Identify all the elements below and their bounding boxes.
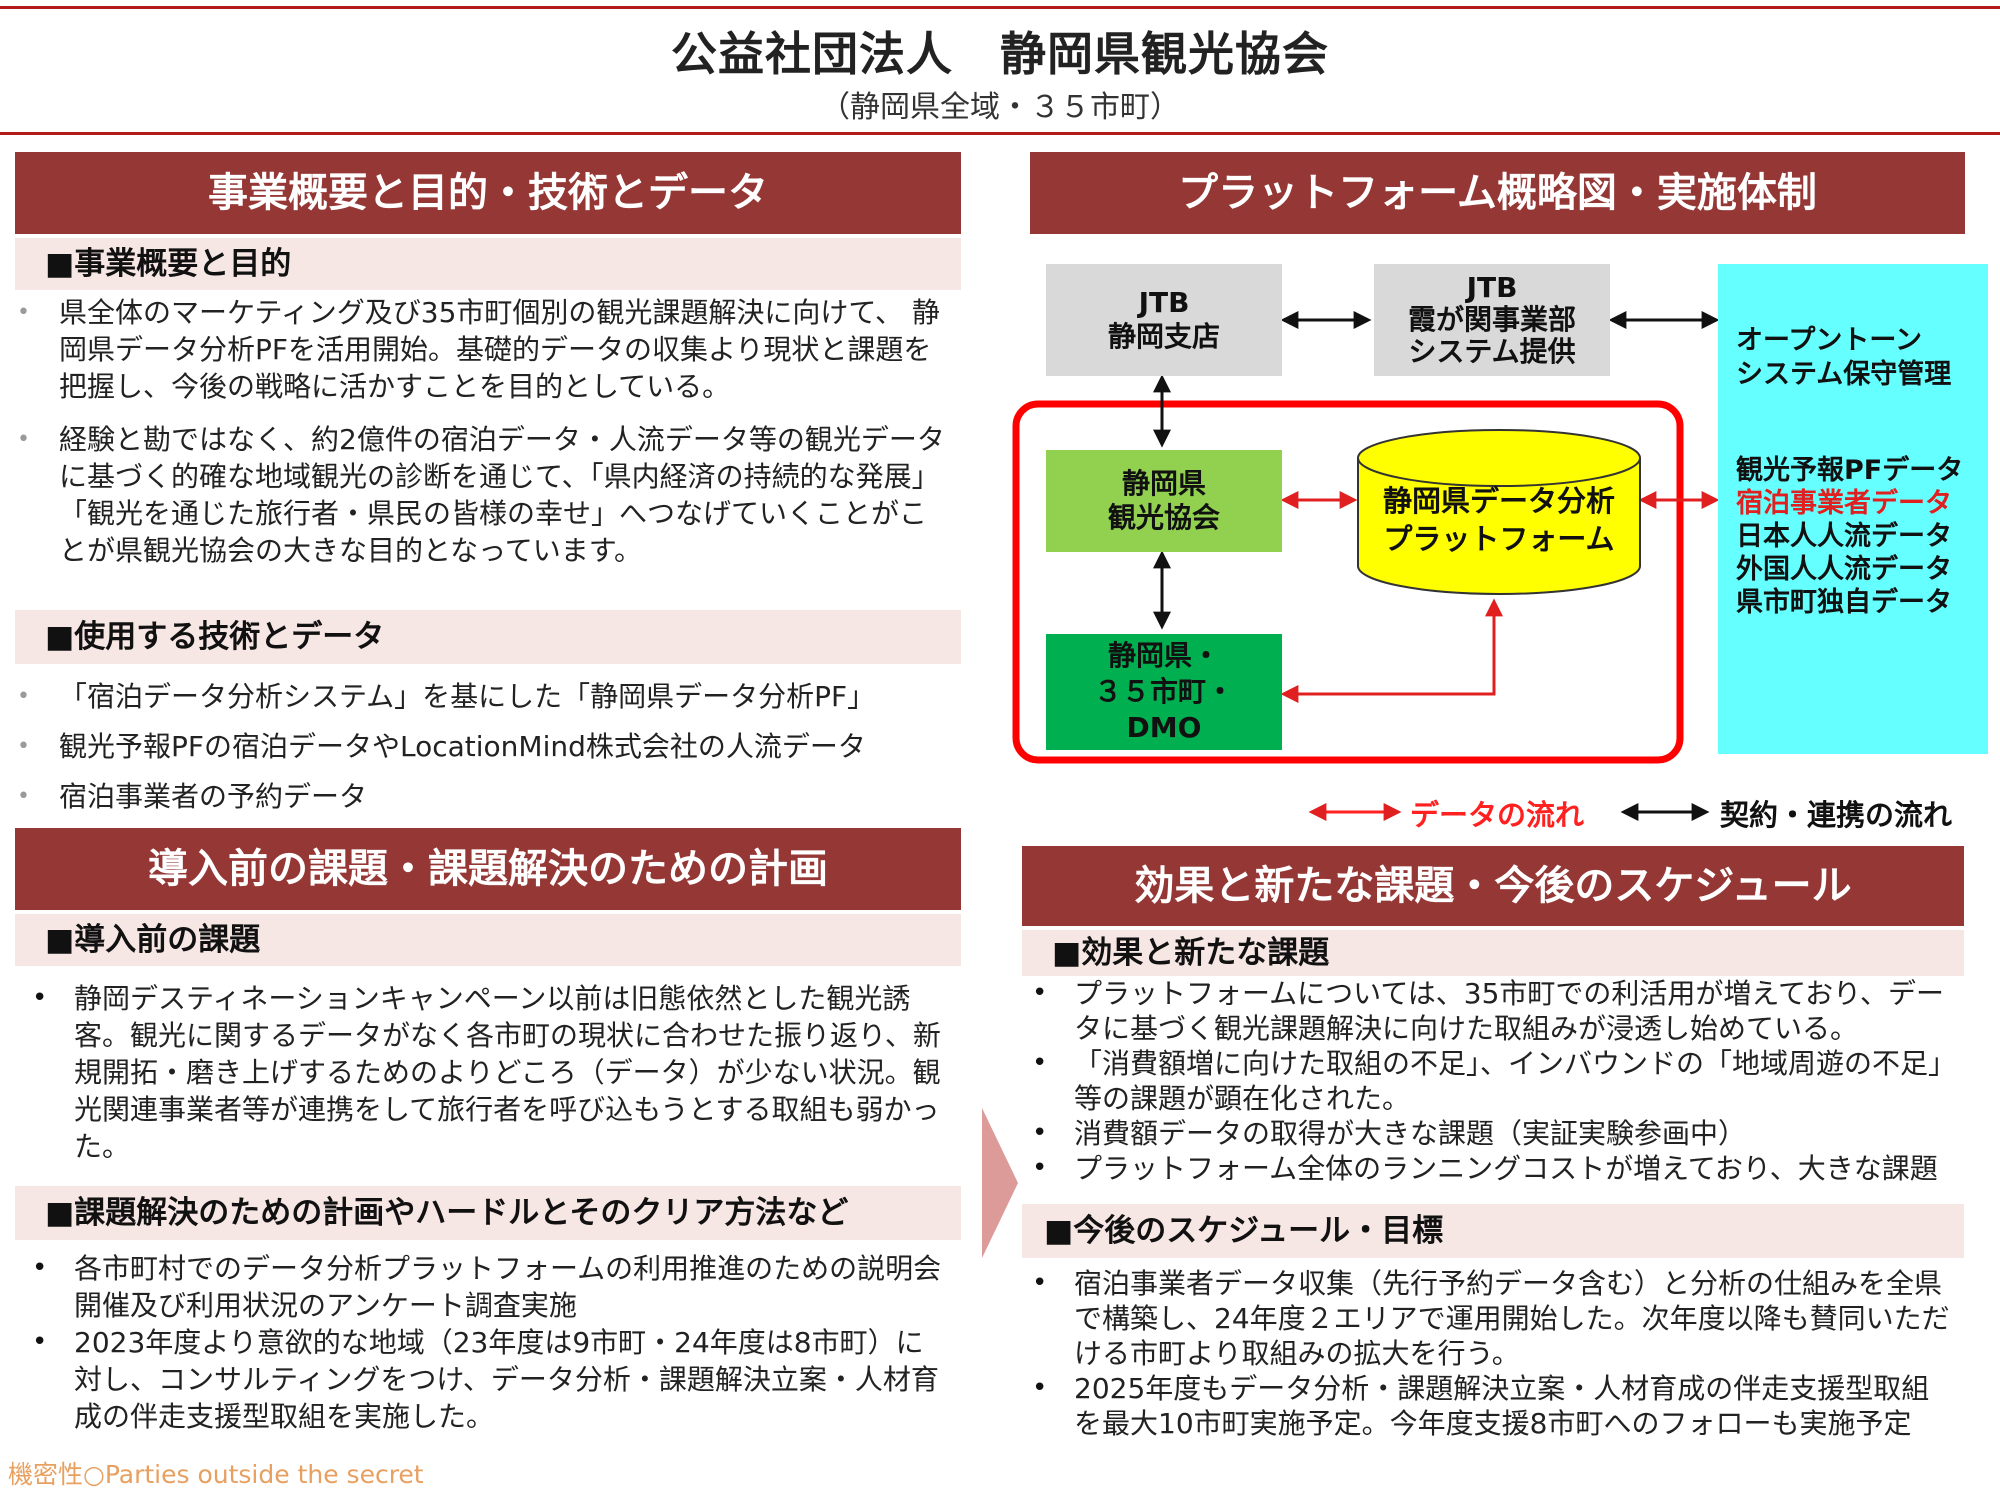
overview-band: 事業概要と目的・技術とデータ — [15, 152, 961, 234]
dmo-line2: ３５市町・ — [1093, 675, 1234, 708]
schedule-list: 宿泊事業者データ収集（先行予約データ含む）と分析の仕組みを全県で構築し、24年度… — [1030, 1266, 1955, 1441]
data-item: 県市町独自データ — [1736, 587, 1952, 618]
jtb-kasumi-line2: 霞が関事業部 — [1407, 303, 1576, 336]
open-tone-text: オープントーン システム保守管理 — [1736, 324, 1951, 392]
list-item: 各市町村でのデータ分析プラットフォームの利用推進のための説明会開催及び利用状況の… — [30, 1250, 945, 1324]
open-tone-line1: オープントーン — [1736, 325, 1923, 356]
list-item: 2023年度より意欲的な地域（23年度は9市町・24年度は8市町）に対し、コンサ… — [30, 1324, 945, 1435]
before-list: 静岡デスティネーションキャンペーン以前は旧態依然とした観光誘客。観光に関するデー… — [30, 980, 945, 1165]
list-item: 県全体のマーケティング及び35市町個別の観光課題解決に向けて、 静岡県データ分析… — [15, 294, 945, 405]
jtb-branch-line2: 静岡支店 — [1107, 320, 1220, 353]
jtb-branch-line1: JTB — [1138, 286, 1190, 319]
platform-diagram-arrows — [1012, 311, 1720, 821]
list-item: プラットフォーム全体のランニングコストが増えており、大きな課題 — [1030, 1151, 1950, 1186]
data-items-list: 観光予報PFデータ 宿泊事業者データ 日本人人流データ 外国人人流データ 県市町… — [1736, 454, 1963, 619]
tech-heading: ■使用する技術とデータ — [15, 610, 961, 664]
list-item: 静岡デスティネーションキャンペーン以前は旧態依然とした観光誘客。観光に関するデー… — [30, 980, 945, 1165]
list-item: 観光予報PFの宿泊データやLocationMind株式会社の人流データ — [15, 722, 945, 772]
pf-line1: 静岡県データ分析 — [1382, 484, 1615, 518]
legend-contract-label: 契約・連携の流れ — [1720, 798, 1953, 832]
dmo-box: 静岡県・ ３５市町・ DMO — [1046, 634, 1282, 750]
database-cylinder-icon — [1357, 429, 1641, 595]
data-source-panel: オープントーン システム保守管理 観光予報PFデータ 宿泊事業者データ 日本人人… — [1718, 264, 1988, 754]
issues-band: 導入前の課題・課題解決のための計画 — [15, 828, 961, 910]
plan-list: 各市町村でのデータ分析プラットフォームの利用推進のための説明会開催及び利用状況の… — [30, 1250, 945, 1435]
jtb-kasumi-box: JTB 霞が関事業部 システム提供 — [1374, 264, 1610, 376]
effects-band: 効果と新たな課題・今後のスケジュール — [1022, 846, 1964, 926]
dmo-line1: 静岡県・ — [1107, 639, 1220, 672]
data-item: 外国人人流データ — [1736, 554, 1952, 585]
list-item: 宿泊事業者データ収集（先行予約データ含む）と分析の仕組みを全県で構築し、24年度… — [1030, 1266, 1955, 1371]
before-heading: ■導入前の課題 — [15, 914, 961, 966]
system-frame — [1012, 400, 1684, 764]
list-item: 消費額データの取得が大きな課題（実証実験参画中） — [1030, 1116, 1950, 1151]
platform-band: プラットフォーム概略図・実施体制 — [1030, 152, 1965, 234]
data-arrow-dmo-pf — [1280, 598, 1503, 703]
list-item: 「宿泊データ分析システム」を基にした「静岡県データ分析PF」 — [15, 672, 945, 722]
tech-list: 「宿泊データ分析システム」を基にした「静岡県データ分析PF」 観光予報PFの宿泊… — [15, 672, 945, 822]
data-item: 日本人人流データ — [1736, 521, 1952, 552]
jtb-branch-box: JTB 静岡支店 — [1046, 264, 1282, 376]
transition-arrow-icon — [982, 1108, 1018, 1258]
schedule-heading: ■今後のスケジュール・目標 — [1022, 1204, 1964, 1258]
page-subtitle: （静岡県全域・３５市町） — [820, 90, 1180, 125]
list-item: プラットフォームについては、35市町での利活用が増えており、データに基づく観光課… — [1030, 976, 1950, 1046]
confidentiality-note: 機密性○Parties outside the secret — [8, 1460, 424, 1489]
dmo-line3: DMO — [1126, 711, 1202, 744]
list-item: 経験と勘ではなく、約2億件の宿泊データ・人流データ等の観光データに基づく的確な地… — [15, 421, 945, 569]
plan-heading: ■課題解決のための計画やハードルとそのクリア方法など — [15, 1186, 961, 1240]
purpose-list: 県全体のマーケティング及び35市町個別の観光課題解決に向けて、 静岡県データ分析… — [15, 294, 945, 569]
kanko-kyokai-box: 静岡県 観光協会 — [1046, 450, 1282, 552]
list-item: 2025年度もデータ分析・課題解決立案・人材育成の伴走支援型取組を最大10市町実… — [1030, 1371, 1955, 1441]
purpose-heading: ■事業概要と目的 — [15, 238, 961, 290]
kanko-kyokai-line1: 静岡県 — [1121, 467, 1206, 500]
effects-list: プラットフォームについては、35市町での利活用が増えており、データに基づく観光課… — [1030, 976, 1950, 1186]
jtb-kasumi-line1: JTB — [1466, 271, 1518, 304]
data-item: 観光予報PFデータ — [1736, 455, 1964, 486]
open-tone-line2: システム保守管理 — [1736, 359, 1952, 390]
header-rule — [0, 132, 2000, 135]
kanko-kyokai-line2: 観光協会 — [1107, 501, 1220, 534]
list-item: 宿泊事業者の予約データ — [15, 772, 945, 822]
legend-data-label: データの流れ — [1410, 798, 1585, 832]
effects-heading: ■効果と新たな課題 — [1022, 930, 1964, 976]
data-item: 宿泊事業者データ — [1736, 488, 1952, 519]
pf-label: 静岡県データ分析 プラットフォーム — [1354, 480, 1644, 560]
list-item: 「消費額増に向けた取組の不足」、インバウンドの「地域周遊の不足」等の課題が顕在化… — [1030, 1046, 1950, 1116]
pf-line2: プラットフォーム — [1383, 522, 1615, 556]
top-rule — [0, 6, 2000, 9]
jtb-kasumi-line3: システム提供 — [1408, 335, 1576, 368]
page-title: 公益社団法人 静岡県観光協会 — [671, 27, 1329, 81]
